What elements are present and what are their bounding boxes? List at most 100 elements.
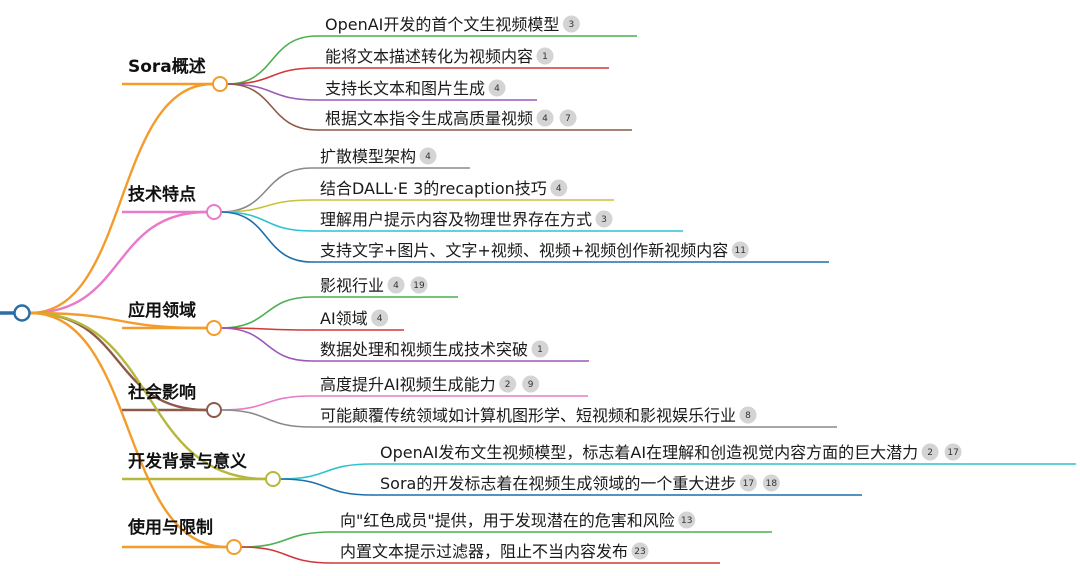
branch-3-leaf-1-connector (220, 296, 313, 329)
branch-6-node[interactable] (226, 539, 242, 555)
badge-number: 2 (927, 448, 933, 458)
branch-2-connector (28, 210, 209, 315)
branch-1-leaf-4-badge-1: 4 (536, 109, 554, 127)
branch-1-leaf-1-connector (226, 35, 318, 85)
branch-2-leaf-4-text[interactable]: 支持文字+图片、文字+视频、视频+视频创作新视频内容 (320, 241, 728, 260)
branch-3-leaf-3-text[interactable]: 数据处理和视频生成技术突破 (320, 340, 528, 359)
branch-1-label[interactable]: Sora概述 (128, 56, 206, 77)
badge-circle (419, 147, 437, 165)
branch-2-node[interactable] (206, 204, 222, 220)
branch-6-label[interactable]: 使用与限制 (127, 517, 213, 538)
branch-4-leaf-2-text[interactable]: 可能颠覆传统领域如计算机图形学、短视频和影视娱乐行业 (320, 406, 736, 425)
badge-number: 19 (413, 281, 425, 291)
branch-3-leaf-1-text[interactable]: 影视行业 (320, 276, 384, 295)
badge-circle (371, 309, 389, 327)
branch-5-label[interactable]: 开发背景与意义 (128, 451, 247, 472)
branch-1-leaf-3-text[interactable]: 支持长文本和图片生成 (325, 79, 485, 98)
badge-number: 3 (601, 215, 607, 225)
badge-circle (731, 241, 749, 259)
branch-3-label[interactable]: 应用领域 (128, 300, 196, 321)
badge-number: 4 (377, 314, 383, 324)
branch-2-leaf-2-connector (220, 199, 313, 213)
badge-circle (488, 79, 506, 97)
branch-1-node[interactable] (212, 76, 228, 92)
mindmap-nodes: Sora概述 OpenAI开发的首个文生视频模型 3 能将文本描述转化为视频内容 1 支持… (0, 15, 962, 561)
branch-3-leaf-3-badge-1: 1 (531, 340, 549, 358)
branch-2-leaf-4-connector (220, 211, 313, 263)
branch-1-leaf-4-text[interactable]: 根据文本指令生成高质量视频 (325, 109, 533, 128)
branch-4-node[interactable] (206, 402, 222, 418)
branch-6-leaf-1-text[interactable]: 向"红色成员"提供，用于发现潜在的危害和风险 (340, 511, 675, 530)
badge-number: 9 (528, 380, 534, 390)
badge-number: 1 (537, 345, 543, 355)
badge-circle (559, 109, 577, 127)
badge-number: 2 (505, 380, 511, 390)
branch-2-leaf-1-badge-1: 4 (419, 147, 437, 165)
badge-number: 4 (425, 152, 431, 162)
branch-5-connector (28, 311, 268, 481)
badge-circle (387, 276, 405, 294)
root-node[interactable] (13, 304, 31, 322)
branch-5-node[interactable] (265, 471, 281, 487)
branch-1-leaf-4-badge-2: 7 (559, 109, 577, 127)
badge-circle (536, 109, 554, 127)
branch-3-leaf-2-connector (220, 327, 313, 331)
badge-circle (536, 47, 554, 65)
branch-1-leaf-1-text[interactable]: OpenAI开发的首个文生视频模型 (325, 15, 559, 34)
branch-3-leaf-3-connector (220, 327, 313, 362)
branch-4-leaf-1-connector (220, 395, 313, 411)
branch-4-leaf-2-connector (220, 409, 313, 428)
branch-1-leaf-2-text[interactable]: 能将文本描述转化为视频内容 (325, 47, 533, 66)
branch-3-node[interactable] (206, 320, 222, 336)
badge-circle (739, 406, 757, 424)
branch-2-leaf-3-connector (220, 211, 313, 232)
badge-number: 17 (947, 448, 958, 458)
branch-3-leaf-2-text[interactable]: AI领域 (320, 309, 368, 328)
branch-5-leaf-2-badge-2: 18 (762, 474, 780, 492)
badge-number: 18 (766, 479, 778, 489)
badge-number: 1 (542, 52, 548, 62)
branch-4-leaf-2-badge-1: 8 (739, 406, 757, 424)
badge-circle (410, 276, 428, 294)
badge-number: 13 (681, 516, 692, 526)
branch-5-leaf-2-text[interactable]: Sora的开发标志着在视频生成领域的一个重大进步 (380, 474, 736, 493)
badge-number: 4 (494, 84, 500, 94)
branch-6-leaf-2-connector (240, 546, 333, 564)
branch-6-leaf-2-badge-1: 23 (631, 542, 649, 560)
branch-2-leaf-1-text[interactable]: 扩散模型架构 (320, 147, 416, 166)
branch-2-leaf-2-badge-1: 4 (550, 179, 568, 197)
branch-5-leaf-1-badge-2: 17 (944, 443, 962, 461)
badge-circle (678, 511, 696, 529)
branch-3-leaf-2-badge-1: 4 (371, 309, 389, 327)
badge-circle (550, 179, 568, 197)
badge-circle (499, 375, 517, 393)
badge-number: 3 (569, 20, 575, 30)
branch-3-leaf-1-badge-1: 4 (387, 276, 405, 294)
branch-1-connector (28, 82, 215, 315)
badge-number: 17 (743, 479, 754, 489)
branch-5-leaf-1-badge-1: 2 (921, 443, 939, 461)
branch-1-leaf-4-connector (226, 83, 318, 131)
branch-6-connector (28, 311, 229, 549)
branch-6-leaf-2-text[interactable]: 内置文本提示过滤器，阻止不当内容发布 (340, 542, 628, 561)
branch-3-leaf-1-badge-2: 19 (410, 276, 428, 294)
branch-4-label[interactable]: 社会影响 (127, 382, 196, 403)
badge-circle (762, 474, 780, 492)
badge-circle (531, 340, 549, 358)
branch-4-leaf-1-text[interactable]: 高度提升AI视频生成能力 (320, 375, 496, 394)
branch-1-leaf-3-connector (226, 83, 318, 101)
badge-number: 7 (565, 114, 571, 124)
branch-4-leaf-1-badge-1: 2 (499, 375, 517, 393)
branch-5-leaf-2-badge-1: 17 (739, 474, 757, 492)
branch-2-leaf-4-badge-1: 11 (731, 241, 749, 259)
branch-5-leaf-1-connector (279, 463, 373, 480)
badge-number: 8 (745, 411, 751, 421)
branch-2-leaf-3-text[interactable]: 理解用户提示内容及物理世界存在方式 (320, 210, 592, 229)
branch-5-leaf-1-text[interactable]: OpenAI发布文生视频模型，标志着AI在理解和创造视觉内容方面的巨大潜力 (380, 443, 918, 462)
badge-circle (595, 210, 613, 228)
branch-2-label[interactable]: 技术特点 (128, 184, 196, 205)
badge-circle (944, 443, 962, 461)
branch-1-leaf-3-badge-1: 4 (488, 79, 506, 97)
branch-2-leaf-2-text[interactable]: 结合DALL·E 3的recaption技巧 (320, 179, 547, 198)
